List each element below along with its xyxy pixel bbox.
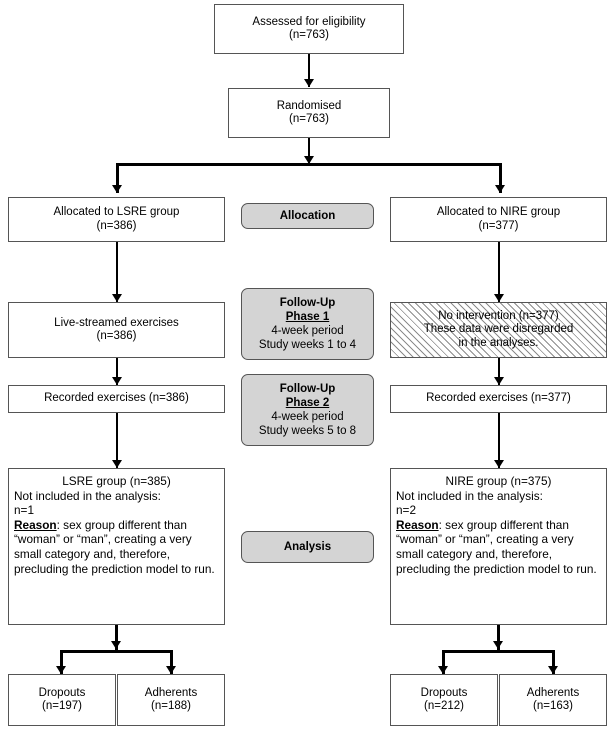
arrowhead-lsre-phase1-to-phase2 [112, 377, 122, 385]
nire-phase2-line-1: Recorded exercises (n=377) [426, 392, 571, 405]
connector-lsre-to-adherents [170, 650, 173, 674]
box-adherents-lsre: Adherents (n=188) [117, 674, 225, 726]
connector-lsre-analysis-down [115, 625, 118, 651]
adherents-nire-line-1: Adherents [526, 686, 580, 699]
box-analysis-lsre: LSRE group (n=385) Not included in the a… [8, 468, 225, 625]
no-intervention-line-2: These data were disregarded [423, 323, 574, 336]
dropouts-lsre-line-2: (n=197) [42, 700, 82, 712]
arrowhead-nire-phase2-to-analysis [494, 460, 504, 468]
connector-lsre-alloc-to-phase1 [116, 242, 118, 302]
adherents-lsre-line-2: (n=188) [151, 700, 191, 712]
box-allocated-nire: Allocated to NIRE group (n=377) [390, 197, 607, 242]
followup-phase2-title: Follow-Up [279, 383, 336, 395]
box-dropouts-nire: Dropouts (n=212) [390, 674, 498, 726]
stage-analysis-label: Analysis [283, 541, 332, 553]
followup-phase1-period: 4-week period [271, 325, 344, 337]
analysis-nire-reason-text: : sex group different than “woman” or “m… [396, 517, 597, 576]
arrowhead-randomised-to-nire [495, 185, 505, 193]
allocated-lsre-line-1: Allocated to LSRE group [53, 206, 180, 218]
arrowhead-lsre-alloc-to-phase1 [112, 294, 122, 302]
dropouts-nire-line-2: (n=212) [424, 700, 464, 712]
box-dropouts-lsre: Dropouts (n=197) [8, 674, 116, 726]
connector-nire-split-bar [442, 650, 555, 653]
connector-nire-to-dropouts [442, 650, 445, 674]
lsre-phase2-line-1: Recorded exercises (n=386) [44, 392, 189, 405]
lsre-phase1-line-1: Live-streamed exercises [54, 316, 179, 329]
arrowhead-nire-alloc-to-phase1 [494, 294, 504, 302]
connector-nire-alloc-to-phase1 [498, 242, 500, 302]
arrowhead-lsre-phase2-to-analysis [112, 460, 122, 468]
lsre-phase1-line-2: (n=386) [96, 330, 137, 342]
stage-followup-phase1: Follow-Up Phase 1 4-week period Study we… [241, 288, 374, 360]
analysis-nire-reason-label: Reason [396, 517, 439, 532]
arrowhead-nire-phase1-to-phase2 [494, 377, 504, 385]
stage-followup-phase2: Follow-Up Phase 2 4-week period Study we… [241, 374, 374, 446]
stage-allocation-label: Allocation [279, 210, 336, 222]
arrowhead-lsre-analysis-down [111, 641, 121, 649]
assessed-line-1: Assessed for eligibility [252, 15, 366, 28]
followup-phase2-phase: Phase 2 [285, 397, 330, 409]
box-allocated-lsre: Allocated to LSRE group (n=386) [8, 197, 225, 242]
arrowhead-assessed-to-randomised [304, 79, 314, 87]
box-assessed-for-eligibility: Assessed for eligibility (n=763) [214, 4, 404, 54]
analysis-lsre-reason: Reason: sex group different than “woman”… [14, 518, 219, 576]
followup-phase1-title: Follow-Up [279, 297, 336, 309]
connector-randomised-split-bar [116, 163, 502, 166]
analysis-nire-reason: Reason: sex group different than “woman”… [396, 518, 601, 576]
box-no-intervention: No intervention (n=377) These data were … [390, 302, 607, 358]
arrowhead-lsre-to-adherents [166, 666, 176, 674]
allocated-nire-line-2: (n=377) [478, 219, 519, 232]
arrowhead-nire-to-dropouts [438, 666, 448, 674]
followup-phase2-period: 4-week period [271, 411, 344, 423]
dropouts-lsre-line-1: Dropouts [38, 686, 86, 699]
connector-lsre-to-dropouts [60, 650, 63, 674]
analysis-nire-line-2: Not included in the analysis: [396, 488, 543, 503]
assessed-line-2: (n=763) [289, 29, 329, 41]
box-randomised: Randomised (n=763) [228, 88, 390, 138]
followup-phase1-weeks: Study weeks 1 to 4 [258, 339, 357, 351]
connector-randomised-to-lsre [116, 163, 119, 193]
connector-assessed-to-randomised [308, 54, 310, 87]
analysis-lsre-reason-text: : sex group different than “woman” or “m… [14, 517, 215, 576]
arrowhead-randomised-to-lsre [112, 185, 122, 193]
no-intervention-line-3: in the analyses. [458, 336, 539, 349]
box-adherents-nire: Adherents (n=163) [499, 674, 607, 726]
analysis-lsre-first-line: LSRE group (n=385) [62, 474, 171, 488]
connector-nire-to-adherents [552, 650, 555, 674]
arrowhead-lsre-to-dropouts [56, 666, 66, 674]
box-live-streamed-exercises: Live-streamed exercises (n=386) [8, 302, 225, 358]
followup-phase2-weeks: Study weeks 5 to 8 [258, 425, 357, 437]
connector-lsre-phase2-to-analysis [116, 413, 118, 468]
randomised-line-2: (n=763) [289, 113, 329, 125]
arrowhead-nire-to-adherents [548, 666, 558, 674]
arrowhead-randomised-down [304, 156, 314, 164]
arrowhead-nire-analysis-down [493, 641, 503, 649]
analysis-nire-first-line: NIRE group (n=375) [445, 474, 552, 488]
analysis-lsre-line-3: n=1 [14, 503, 35, 518]
connector-nire-phase1-to-phase2 [498, 358, 500, 393]
connector-lsre-split-bar [60, 650, 173, 653]
allocated-nire-line-1: Allocated to NIRE group [436, 206, 561, 218]
connector-randomised-to-nire [499, 163, 502, 193]
dropouts-nire-line-1: Dropouts [420, 686, 468, 699]
adherents-nire-line-2: (n=163) [533, 700, 573, 712]
analysis-nire-line-3: n=2 [396, 503, 417, 518]
randomised-line-1: Randomised [276, 99, 342, 112]
no-intervention-line-1: No intervention (n=377) [438, 309, 559, 322]
box-recorded-exercises-lsre: Recorded exercises (n=386) [8, 385, 225, 413]
connector-lsre-phase1-to-phase2 [116, 358, 118, 393]
connector-nire-analysis-down [497, 625, 500, 651]
followup-phase1-phase: Phase 1 [285, 311, 330, 323]
box-analysis-nire: NIRE group (n=375) Not included in the a… [390, 468, 607, 625]
adherents-lsre-line-1: Adherents [144, 686, 198, 699]
stage-allocation: Allocation [241, 203, 374, 229]
connector-randomised-down [308, 138, 310, 164]
analysis-lsre-line-2: Not included in the analysis: [14, 488, 161, 503]
analysis-lsre-reason-label: Reason [14, 517, 57, 532]
connector-nire-phase2-to-analysis [498, 413, 500, 468]
allocated-lsre-line-2: (n=386) [96, 219, 137, 232]
box-recorded-exercises-nire: Recorded exercises (n=377) [390, 385, 607, 413]
stage-analysis: Analysis [241, 531, 374, 563]
